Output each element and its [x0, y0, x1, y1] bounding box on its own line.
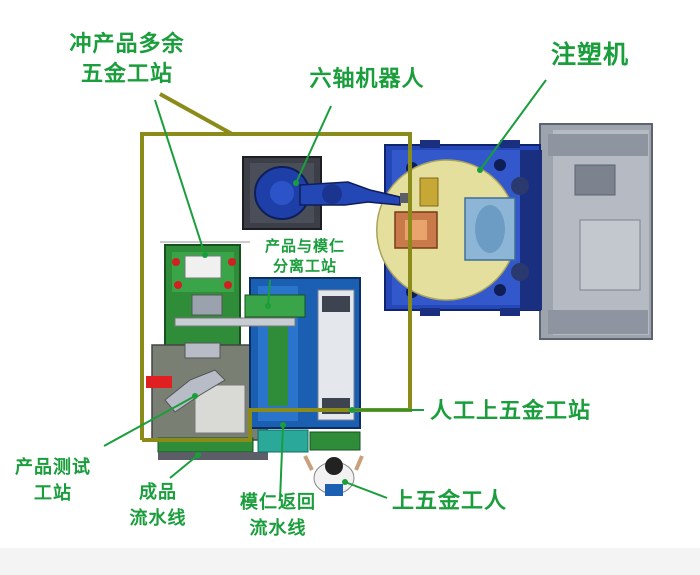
callout-lines — [103, 79, 547, 501]
label-mold-return-conveyor: 模仁返回 流水线 — [240, 492, 316, 539]
separation-station-machine — [174, 277, 361, 453]
loading-worker-figure — [303, 455, 364, 496]
stamping-station-machine — [160, 241, 250, 356]
injection-machine — [376, 123, 653, 340]
label-separation-station: 产品与模仁 分离工站 — [264, 237, 345, 275]
label-loading-worker: 上五金工人 — [392, 489, 508, 514]
bottom-band — [0, 548, 700, 575]
six-axis-robot — [242, 156, 412, 230]
label-test-station: 产品测试 工站 — [15, 457, 91, 504]
label-finished-conveyor: 成品 流水线 — [129, 482, 187, 529]
label-stamping-station: 冲产品多余 五金工站 — [69, 32, 185, 87]
callout-dots — [192, 167, 483, 485]
label-six-axis-robot: 六轴机器人 — [309, 67, 425, 92]
label-injection-machine: 注塑机 — [550, 40, 629, 69]
label-manual-loading-station: 人工上五金工站 — [430, 399, 592, 424]
